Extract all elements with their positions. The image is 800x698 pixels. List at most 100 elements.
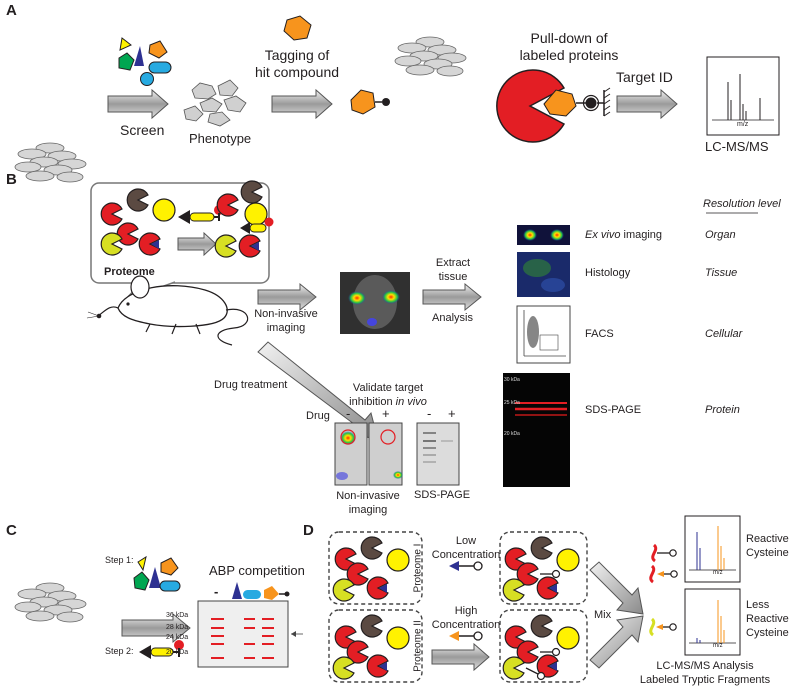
tagged-compound-icon <box>350 89 390 115</box>
label-noninvasive2-line2: imaging <box>348 504 388 516</box>
bound-probe-icon <box>240 217 274 234</box>
label-footer-line1: LC-MS/MS Analysis <box>656 660 754 672</box>
label-pulldown-line1: Pull-down of <box>530 30 608 46</box>
spectrum-axis-d1: m/z <box>713 570 723 576</box>
facs-plot <box>516 305 571 364</box>
labeled-yellow-icon <box>244 202 268 226</box>
panel-label-c: C <box>6 522 17 539</box>
label-pulldown-line2: labeled proteins <box>519 47 619 63</box>
gel-marker-25: 25 kDa <box>504 400 520 406</box>
label-abp-competition: ABP competition <box>209 563 305 578</box>
label-tagging-line1: Tagging of <box>264 47 330 63</box>
label-proteome: Proteome <box>104 266 155 278</box>
label-noninvasive-2: Non-invasive imaging <box>336 489 400 517</box>
labeled-blue-icon <box>238 234 261 258</box>
label-proteome-1: Proteome I <box>412 543 424 593</box>
label-low-line1: Low <box>455 535 477 547</box>
panel-d-graphics <box>328 515 741 683</box>
hit-compound-icon <box>283 15 312 41</box>
label-mix: Mix <box>594 609 612 621</box>
label-high-concentration: High Concentration <box>432 604 501 632</box>
label-target-id: Target ID <box>616 69 673 85</box>
abp-marker-24: 24 kDa <box>166 634 189 641</box>
arrow-high <box>431 642 490 672</box>
row-sdspage-label: SDS-PAGE <box>585 404 642 416</box>
d2-protein-yellow <box>386 626 410 650</box>
abp-probe-c <box>139 640 184 659</box>
label-footer-line2: Labeled Tryptic Fragments <box>639 674 771 686</box>
d2-enzyme-blue <box>366 654 389 678</box>
sds-page-gel <box>503 373 570 487</box>
labeled-cells-icon <box>394 36 467 77</box>
validation-image-minus <box>334 422 368 486</box>
abp-marker-36: 36 kDa <box>166 612 189 619</box>
label-step2: Step 2: <box>105 646 134 656</box>
phenotype-cells-icon <box>183 79 247 127</box>
spectrum-axis-a: m/z <box>737 121 749 128</box>
label-noninvasive-line2: imaging <box>266 322 306 334</box>
arrow-target-id <box>616 88 678 120</box>
label-high-line1: High <box>454 605 478 617</box>
label-reactive-line1: Reactive <box>746 533 789 545</box>
label-reactive-cysteine: Reactive Cysteine <box>746 532 789 560</box>
arrow-tagging <box>271 88 333 120</box>
label-drug: Drug <box>306 410 330 422</box>
label-analysis: Analysis <box>432 312 473 324</box>
label-sdspage-small: SDS-PAGE <box>414 489 471 501</box>
label-validate: Validate target inhibition in vivo <box>349 381 427 409</box>
cells-icon <box>14 142 87 183</box>
ms-spectrum-reactive <box>684 515 741 583</box>
ms-spectrum-a <box>706 56 780 136</box>
row-histology-level: Tissue <box>705 267 738 279</box>
less-reactive-fragment-icon <box>649 617 677 637</box>
label-tagging: Tagging of hit compound <box>255 47 339 81</box>
row-ex-vivo-level: Organ <box>705 229 736 241</box>
label-tagging-line2: hit compound <box>254 64 340 80</box>
d-protein-yellow <box>386 548 410 572</box>
panel-label-b: B <box>6 171 17 188</box>
validation-image-plus <box>368 422 403 486</box>
label-lcms-analysis: LC-MS/MS Analysis Labeled Tryptic Fragme… <box>640 659 770 687</box>
label-validate-line2a: inhibition <box>349 396 396 408</box>
label-minus-1: - <box>346 406 351 421</box>
label-phenotype: Phenotype <box>189 131 252 146</box>
label-screen: Screen <box>120 122 165 138</box>
panel-b-graphics <box>86 180 758 487</box>
label-lcms: LC-MS/MS <box>705 139 769 154</box>
label-less-line2: Reactive <box>746 613 789 625</box>
abp-marker-20: 20 kDa <box>166 649 189 656</box>
label-proteome-2: Proteome II <box>412 620 424 672</box>
histology-image <box>517 252 570 297</box>
label-less-line1: Less <box>746 599 770 611</box>
label-step1: Step 1: <box>105 555 134 565</box>
compound-library-icon <box>118 37 172 86</box>
abp-gel <box>197 600 289 668</box>
label-resolution-header: Resolution level <box>703 198 781 210</box>
label-plus-2: + <box>448 406 456 421</box>
row-ex-vivo-label: Ex vivo imaging <box>585 229 662 241</box>
row-facs-label: FACS <box>585 328 614 340</box>
arrow-mix-upper <box>589 561 644 615</box>
enzyme-blue-icon <box>138 232 161 256</box>
label-low-line2: Concentration <box>431 549 501 561</box>
abp-gel-header-icons <box>232 582 290 600</box>
row-histology-label: Histology <box>585 267 631 279</box>
label-low-concentration: Low Concentration <box>432 534 501 562</box>
imaging-photo <box>340 272 410 334</box>
row-ex-vivo-text: imaging <box>620 229 663 241</box>
l2-protein-yellow <box>556 626 580 650</box>
mouse-icon <box>86 275 249 346</box>
label-validate-line2: inhibition in vivo <box>349 395 427 409</box>
high-probe-icon <box>449 631 483 641</box>
label-less-reactive: Less Reactive Cysteine <box>746 598 789 640</box>
label-high-line2: Concentration <box>431 619 501 631</box>
arrow-labeling <box>177 231 217 257</box>
label-validate-line1: Validate target <box>352 382 424 394</box>
label-plus-1: + <box>382 406 390 421</box>
label-extract: Extract tissue <box>436 256 470 284</box>
reactive-fragment-icons <box>649 543 678 584</box>
label-pulldown: Pull-down of labeled proteins <box>520 30 619 64</box>
pulldown-icon <box>496 69 611 143</box>
low-probe-icon <box>449 561 483 571</box>
